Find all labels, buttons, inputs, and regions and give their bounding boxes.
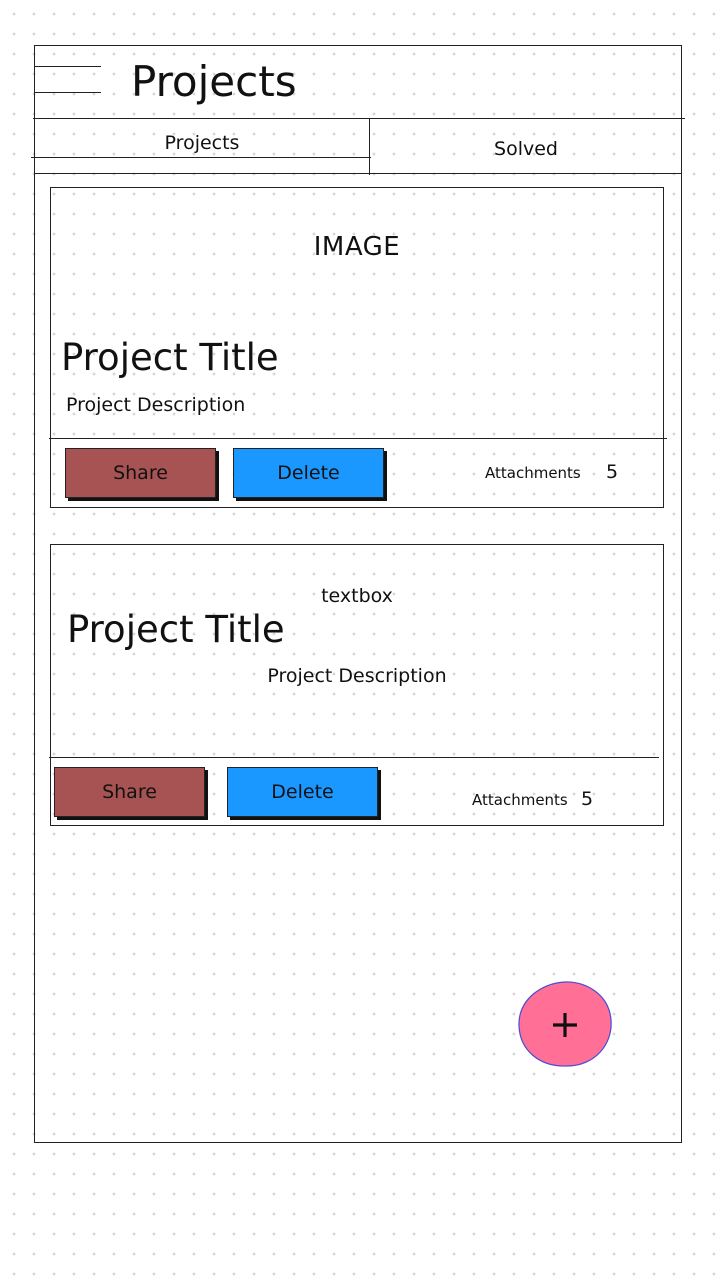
delete-button[interactable]: Delete [233, 448, 384, 498]
tab-solved[interactable]: Solved [369, 119, 682, 175]
project-card[interactable]: textbox Project Title Project Descriptio… [49, 544, 664, 826]
add-project-button[interactable] [517, 980, 613, 1068]
plus-icon [518, 981, 612, 1067]
project-title: Project Title [67, 608, 285, 651]
delete-button[interactable]: Delete [227, 767, 378, 817]
attachments-label: Attachments [485, 464, 581, 482]
card-divider [49, 757, 659, 758]
card-divider [49, 438, 667, 439]
tab-projects-label: Projects [164, 132, 240, 154]
project-card[interactable]: IMAGE Project Title Project Description … [49, 187, 667, 508]
phone-frame: Projects Projects Solved IMAGE Project T… [31, 45, 685, 1143]
attachments-count: 5 [581, 788, 594, 810]
tab-active-indicator [31, 157, 371, 158]
share-button[interactable]: Share [65, 448, 216, 498]
tab-solved-label: Solved [494, 138, 558, 160]
project-description: Project Description [66, 394, 246, 416]
share-button[interactable]: Share [54, 767, 205, 817]
page-title: Projects [131, 57, 297, 106]
project-description: Project Description [267, 665, 447, 687]
attachments-count: 5 [606, 461, 619, 483]
image-placeholder: IMAGE [313, 232, 401, 262]
header-divider [33, 118, 685, 119]
textbox-placeholder: textbox [321, 585, 393, 607]
attachments-label: Attachments [472, 791, 568, 809]
project-title: Project Title [61, 336, 279, 379]
tab-projects[interactable]: Projects [31, 119, 371, 171]
menu-icon[interactable] [35, 66, 101, 96]
tabs-divider [35, 173, 681, 174]
